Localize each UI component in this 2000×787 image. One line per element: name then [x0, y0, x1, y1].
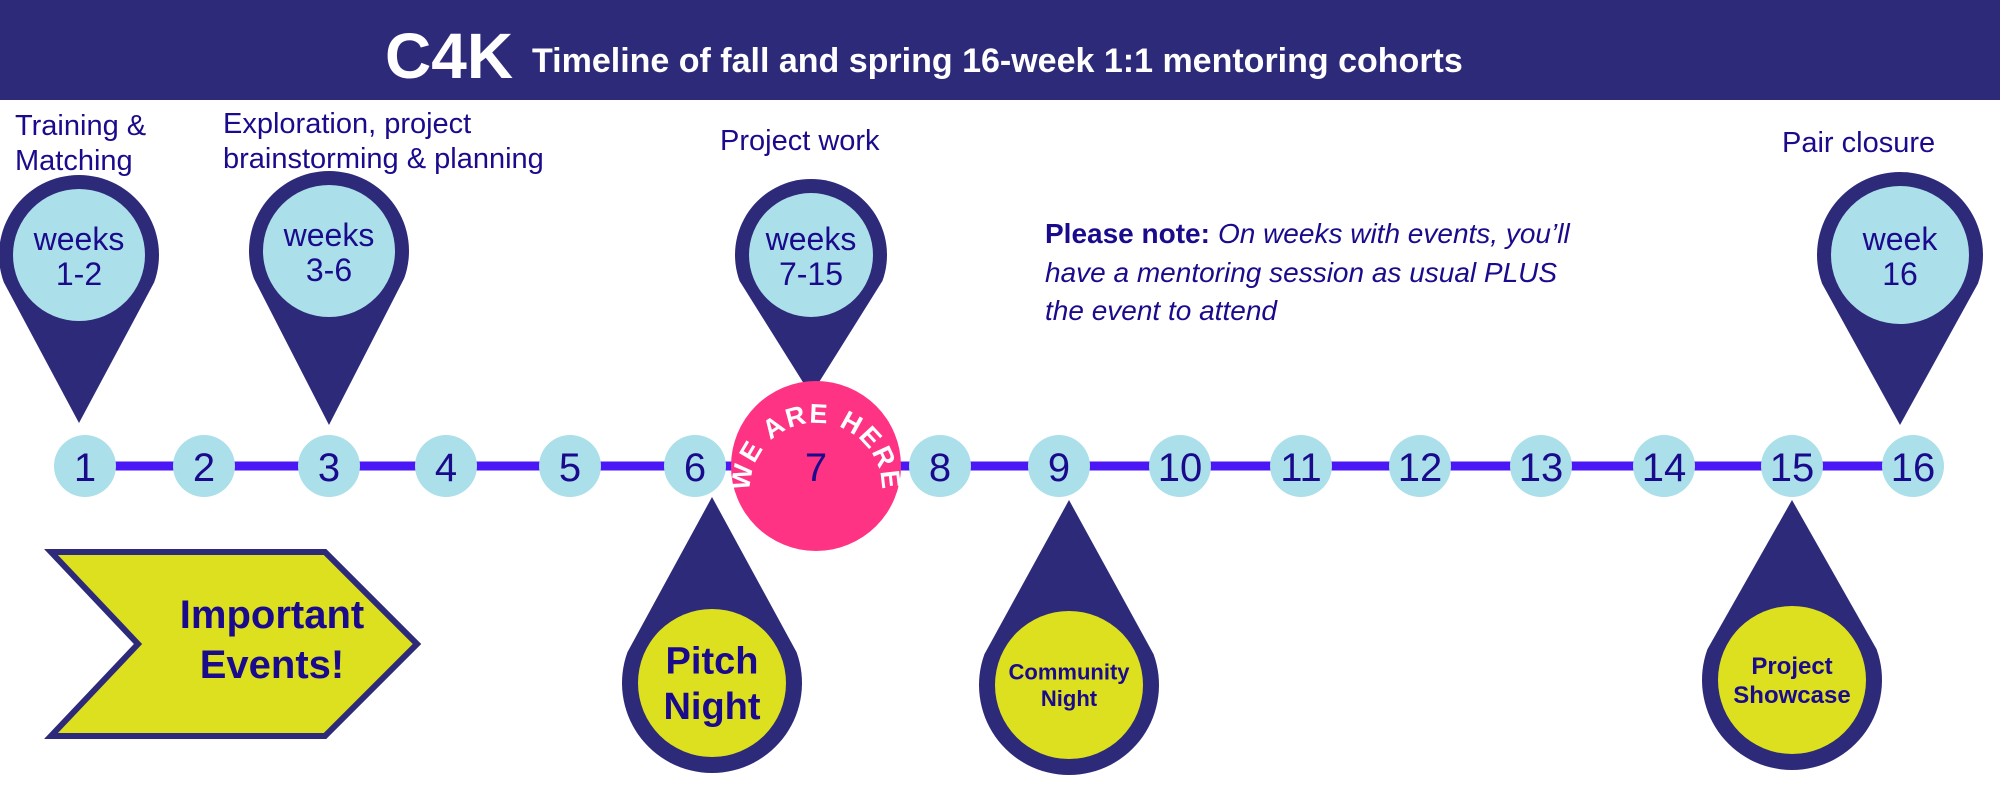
header-bar: [0, 0, 2000, 100]
pin-label: 1-2: [56, 256, 102, 292]
week-marker: 13: [1510, 435, 1572, 497]
week-circle: [298, 435, 360, 497]
week-marker: 16: [1882, 435, 1944, 497]
phase-label: Exploration, project: [223, 108, 471, 140]
event-inner-circle: [638, 609, 786, 757]
week-marker: 11: [1270, 435, 1332, 497]
current-week-number: 7: [805, 446, 827, 490]
c4k-logo: C4K: [385, 20, 513, 92]
week-circle: [1149, 435, 1211, 497]
week-number: 9: [1048, 446, 1070, 490]
phase-label: Matching: [15, 145, 133, 177]
week-marker: 5: [539, 435, 601, 497]
svg-text:Please note:On weeks with even: Please note: On weeks with events, you’ll: [1045, 218, 1570, 249]
week-circle: [664, 435, 726, 497]
week-number: 16: [1891, 446, 1936, 490]
phase-label: Project work: [720, 125, 880, 157]
week-circle: [1761, 435, 1823, 497]
week-marker: 10: [1149, 435, 1211, 497]
week-circle: [539, 435, 601, 497]
pin-label: weeks: [283, 217, 375, 253]
week-circle: [1389, 435, 1451, 497]
pin-inner-circle: [13, 189, 145, 321]
banner-line: Important: [180, 593, 364, 637]
week-marker: 14: [1633, 435, 1695, 497]
week-number: 4: [435, 446, 457, 490]
week-number: 13: [1519, 446, 1564, 490]
week-marker: 12: [1389, 435, 1451, 497]
phase-label: Training &: [15, 110, 146, 142]
week-number: 1: [74, 446, 96, 490]
phase-label: Pair closure: [1782, 127, 1935, 159]
note-line: On weeks with events, you’ll: [1218, 218, 1570, 249]
week-circle: [1633, 435, 1695, 497]
week-circle: [909, 435, 971, 497]
current-week-circle: [731, 381, 901, 551]
week-marker: 3: [298, 435, 360, 497]
week-number: 11: [1280, 446, 1322, 490]
pin-label: weeks: [33, 221, 125, 257]
pin-label: weeks: [765, 221, 857, 257]
phase-label: brainstorming & planning: [223, 143, 544, 175]
event-inner-circle: [1718, 606, 1866, 754]
pin-inner-circle: [263, 185, 395, 317]
week-marker: 8: [909, 435, 971, 497]
pin-inner-circle: [1831, 186, 1969, 324]
important-events-banner: Important Events!: [44, 549, 422, 739]
phase-labels: Training & Matching Exploration, project…: [15, 108, 1935, 177]
note-line: have a mentoring session as usual PLUS: [1045, 257, 1557, 288]
pin-label: 3-6: [306, 252, 352, 288]
event-label: Night: [1041, 686, 1098, 711]
week-circle: [1270, 435, 1332, 497]
note-line: the event to attend: [1045, 295, 1278, 326]
event-label: Showcase: [1733, 682, 1850, 709]
pin-inner-circle: [749, 193, 873, 317]
week-number: 3: [318, 446, 340, 490]
week-number: 10: [1158, 446, 1203, 490]
week-marker: 15: [1761, 435, 1823, 497]
week-number: 14: [1642, 446, 1687, 490]
week-circle: [1882, 435, 1944, 497]
week-number: 8: [929, 446, 951, 490]
note-bold: Please note:: [1045, 218, 1210, 249]
event-label: Community: [1009, 660, 1131, 685]
event-label: Project: [1751, 653, 1832, 680]
week-number: 15: [1770, 446, 1815, 490]
page-title: Timeline of fall and spring 16-week 1:1 …: [532, 42, 1463, 80]
week-marker: 4: [415, 435, 477, 497]
event-label: Night: [663, 686, 760, 728]
pin-label: 16: [1882, 256, 1918, 292]
week-number: 2: [193, 446, 215, 490]
pin-label: week: [1862, 221, 1939, 257]
week-marker: 6: [664, 435, 726, 497]
we-are-here-marker: WE ARE HERE 7: [725, 381, 905, 551]
note: Please note: On weeks with events, you’ll…: [1045, 218, 1570, 326]
arrow-shape: [44, 549, 422, 739]
week-marker: 9: [1028, 435, 1090, 497]
week-number: 6: [684, 446, 706, 490]
week-number: 5: [559, 446, 581, 490]
week-circle: [1510, 435, 1572, 497]
week-marker: 2: [173, 435, 235, 497]
week-marker: 1: [54, 435, 116, 497]
week-circle: [1028, 435, 1090, 497]
week-number: 12: [1398, 446, 1443, 490]
pin-label: 7-15: [779, 256, 843, 292]
event-label: Pitch: [666, 641, 759, 683]
week-circle: [54, 435, 116, 497]
week-circle: [415, 435, 477, 497]
banner-line: Events!: [200, 643, 345, 687]
week-circle: [173, 435, 235, 497]
event-inner-circle: [995, 611, 1143, 759]
